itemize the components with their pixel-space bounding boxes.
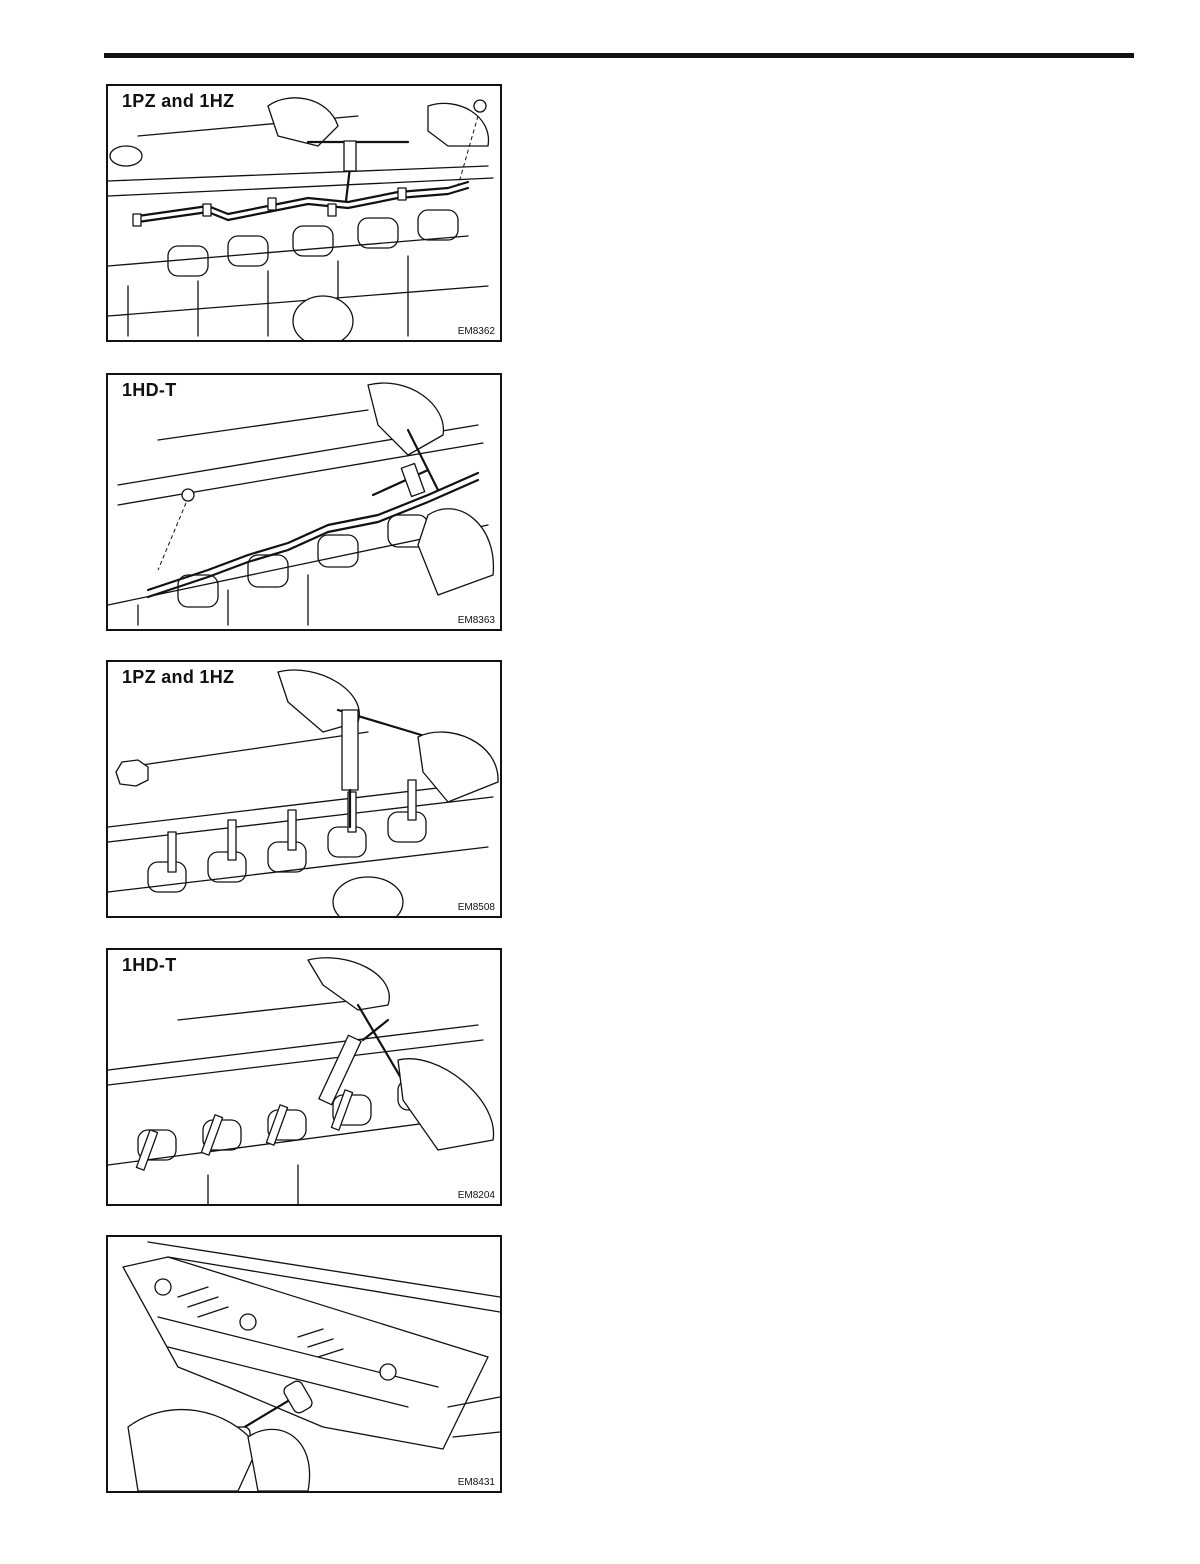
figure-code: EM8363 [457,615,496,626]
figure-label: 1HD-T [119,380,180,401]
figure-em8363: 1HD-T EM8363 [106,373,502,631]
engine-illustration-nozzle-seat-removal [108,86,500,340]
figure-code: EM8362 [457,326,496,337]
engine-illustration-heat-insulator-removal [108,1237,500,1491]
figure-code: EM8204 [457,1190,496,1201]
engine-illustration-injection-nozzle-removal [108,662,500,916]
engine-illustration-injection-nozzle-removal-1hdt [108,950,500,1204]
figure-em8508: 1PZ and 1HZ EM8508 [106,660,502,918]
figure-label: 1PZ and 1HZ [119,91,237,112]
figure-em8204: 1HD-T EM8204 [106,948,502,1206]
page-top-rule [104,53,1134,58]
engine-illustration-nozzle-seat-removal-1hdt [108,375,500,629]
figure-label: 1PZ and 1HZ [119,667,237,688]
figure-code: EM8431 [457,1477,496,1488]
figure-code: EM8508 [457,902,496,913]
figure-label: 1HD-T [119,955,180,976]
figure-em8431: EM8431 [106,1235,502,1493]
figure-em8362: 1PZ and 1HZ EM8362 [106,84,502,342]
